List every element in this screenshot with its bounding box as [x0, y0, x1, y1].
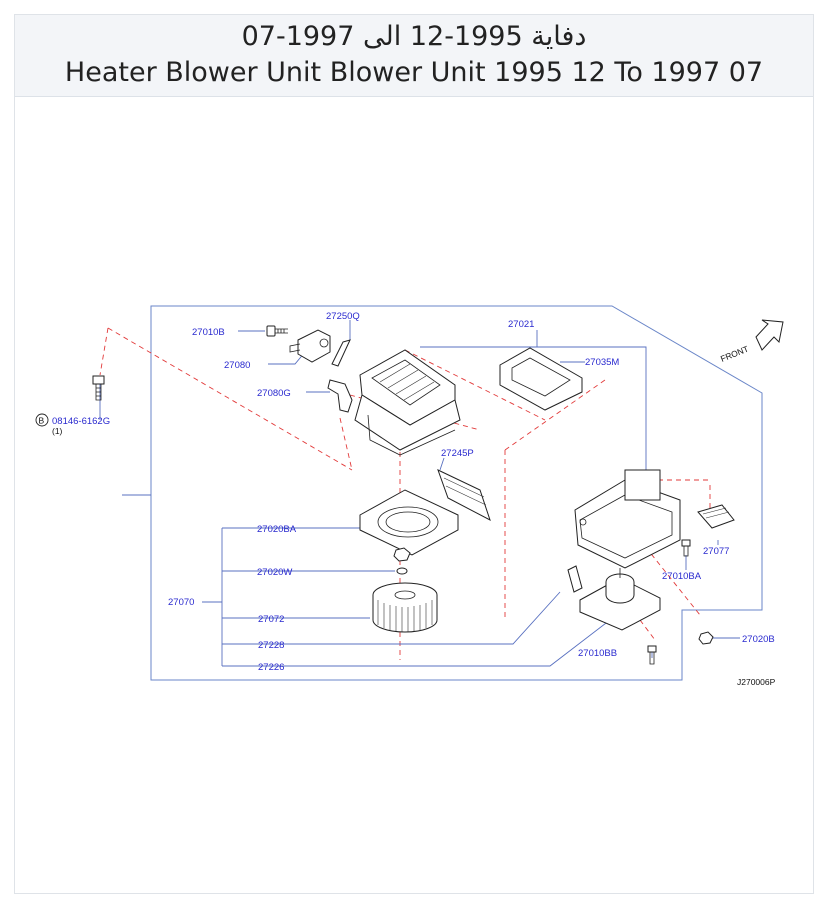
- label-27228: 27228: [258, 640, 284, 651]
- label-27250q: 27250Q: [326, 311, 360, 322]
- title-english: Heater Blower Unit Blower Unit 1995 12 T…: [64, 57, 764, 88]
- label-b: B: [39, 416, 45, 426]
- actuator-27080: [289, 329, 331, 363]
- label-27080g: 27080G: [257, 388, 291, 399]
- lower-housing: [574, 469, 681, 569]
- bolt-27010b: [266, 325, 288, 337]
- leader-lines: [99, 320, 740, 667]
- fan-27072: [372, 582, 438, 633]
- label-27020ba: 27020BA: [257, 524, 297, 535]
- assembly-frame: [150, 305, 763, 681]
- label-27035m: 27035M: [585, 357, 619, 368]
- label-27010b: 27010B: [192, 327, 225, 338]
- label-ref-code: J270006P: [737, 677, 776, 687]
- circle-b-marker: [35, 413, 49, 427]
- label-27020b: 27020B: [742, 634, 775, 645]
- label-27020w: 27020W: [257, 567, 292, 578]
- screw-27010bb: [647, 645, 657, 665]
- front-arrow-icon: [755, 319, 784, 351]
- label-27010bb: 27010BB: [578, 648, 617, 659]
- label-front: FRONT: [719, 344, 750, 364]
- title-arabic: دفاية 1995-12 الى 1997-07: [241, 21, 587, 52]
- resistor-27077: [697, 504, 735, 529]
- bracket-27080g: [327, 379, 353, 413]
- diagram-card: دفاية 1995-12 الى 1997-07 Heater Blower …: [14, 14, 814, 894]
- label-27070: 27070: [168, 597, 194, 608]
- nut-27020b: [698, 631, 714, 645]
- label-27077: 27077: [703, 546, 729, 557]
- scroll-plate: [359, 489, 459, 556]
- label-27080: 27080: [224, 360, 250, 371]
- motor-assembly: [567, 565, 661, 631]
- filter-27245p: [437, 469, 491, 522]
- link-27250q: [331, 339, 351, 367]
- label-08146: 08146-6162G: [52, 416, 110, 427]
- nut-27020ba: [393, 547, 411, 562]
- washer-27020w: [396, 567, 408, 575]
- label-27245p: 27245P: [441, 448, 474, 459]
- part-labels: 27010B 27250Q 27080 27080G B 08146-6162G…: [39, 311, 776, 687]
- label-08146-qty: (1): [52, 426, 63, 436]
- label-27072: 27072: [258, 614, 284, 625]
- title-header: دفاية 1995-12 الى 1997-07 Heater Blower …: [15, 15, 813, 97]
- intake-duct: [354, 349, 461, 456]
- label-27021: 27021: [508, 319, 534, 330]
- screw-08146: [92, 375, 105, 401]
- label-27010ba: 27010BA: [662, 571, 702, 582]
- label-27226: 27226: [258, 662, 284, 673]
- gasket-27035m: [499, 347, 583, 411]
- screw-27010ba: [681, 539, 691, 557]
